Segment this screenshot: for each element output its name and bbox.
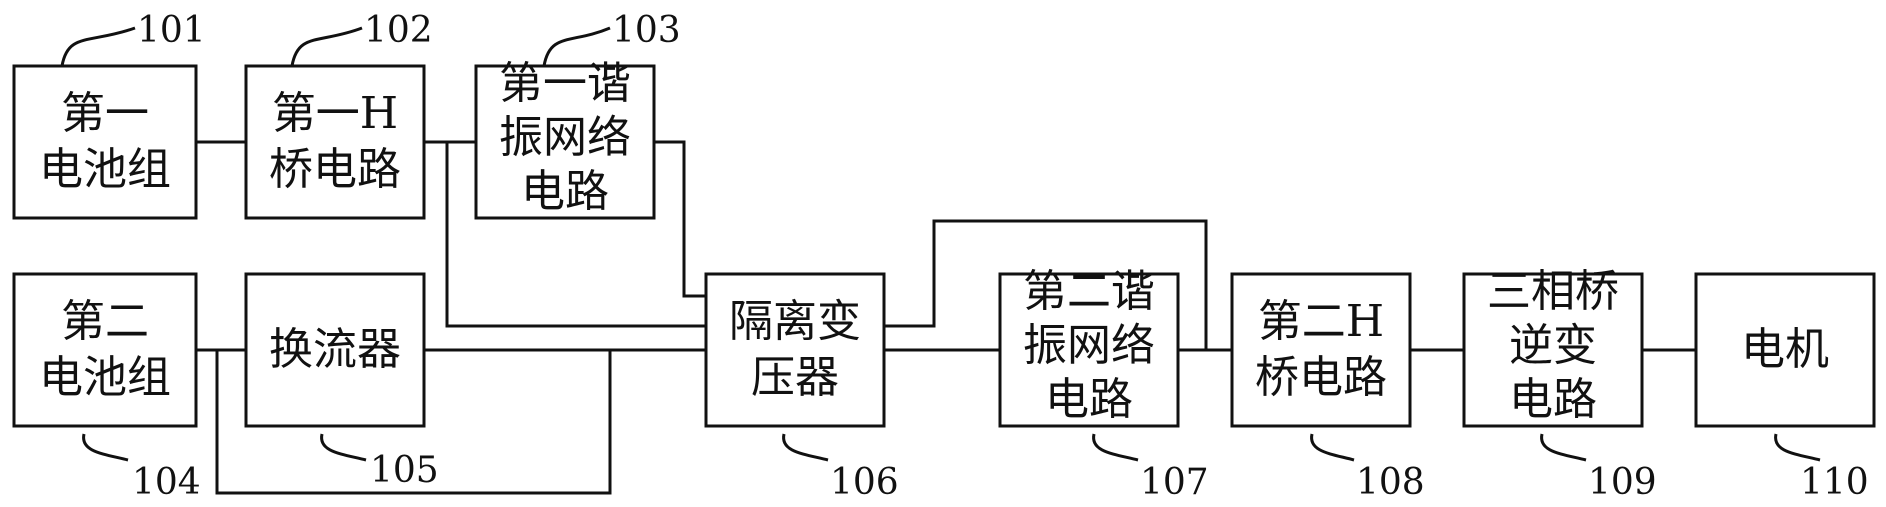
block-103-line-1: 第一谐 — [499, 58, 631, 109]
ref-107: 107 — [1140, 462, 1209, 503]
connection-wires — [196, 140, 1696, 495]
block-109-line-2: 逆变 — [1509, 320, 1597, 371]
block-108-line-2: 桥电路 — [1255, 352, 1387, 403]
block-103-line-2: 振网络 — [499, 112, 631, 163]
block-110 — [1694, 272, 1876, 428]
box-labels: 第一 电池组 第一H 桥电路 第一谐 振网络 电路 第二 电池组 换流器 隔离变… — [39, 58, 1829, 425]
block-109 — [1462, 272, 1644, 428]
ref-101: 101 — [137, 10, 206, 51]
ref-105: 105 — [370, 450, 439, 491]
leader-109 — [1540, 433, 1587, 462]
block-109-line-1: 三相桥 — [1487, 266, 1619, 317]
block-107-line-3: 电路 — [1045, 374, 1133, 425]
block-104-line-2: 电池组 — [39, 352, 171, 403]
ref-106: 106 — [830, 462, 899, 503]
ref-109: 109 — [1588, 462, 1657, 503]
block-106-line-2: 压器 — [751, 352, 839, 403]
ref-108: 108 — [1356, 462, 1425, 503]
ref-103: 103 — [612, 10, 681, 51]
wire-104-loop — [215, 350, 612, 495]
block-101-line-2: 电池组 — [39, 144, 171, 195]
boxes — [12, 64, 1876, 428]
leader-110 — [1774, 433, 1821, 462]
block-109-line-3: 电路 — [1509, 374, 1597, 425]
leader-107 — [1092, 433, 1139, 462]
wire-103-106 — [654, 140, 706, 298]
block-102 — [244, 64, 426, 220]
block-101-line-1: 第一 — [61, 88, 149, 139]
leader-106 — [782, 433, 829, 462]
block-110-line-1: 电机 — [1741, 324, 1829, 375]
leader-101 — [60, 26, 136, 67]
block-108-line-1: 第二H — [1258, 296, 1384, 347]
block-102-line-2: 桥电路 — [269, 144, 401, 195]
ref-110: 110 — [1800, 462, 1869, 503]
ref-104: 104 — [132, 462, 201, 503]
wire-102-106 — [445, 142, 706, 328]
leader-104 — [82, 433, 129, 462]
block-108 — [1230, 272, 1412, 428]
block-102-line-1: 第一H — [272, 88, 398, 139]
ref-102: 102 — [364, 10, 433, 51]
block-105-line-1: 换流器 — [269, 324, 401, 375]
block-103 — [474, 64, 656, 220]
leader-lines — [60, 26, 1821, 462]
block-106-line-1: 隔离变 — [729, 296, 861, 347]
block-104-line-1: 第二 — [61, 296, 149, 347]
block-101 — [12, 64, 198, 220]
leader-105 — [320, 433, 367, 462]
block-103-line-3: 电路 — [521, 166, 609, 217]
wire-106-108-top — [884, 219, 1208, 350]
leader-108 — [1310, 433, 1355, 462]
block-107-line-2: 振网络 — [1023, 320, 1155, 371]
block-106 — [704, 272, 886, 428]
leader-103 — [542, 26, 611, 67]
block-107 — [998, 272, 1180, 428]
block-107-line-1: 第二谐 — [1023, 266, 1155, 317]
block-104 — [12, 272, 198, 428]
block-105 — [244, 272, 426, 428]
leader-102 — [290, 26, 363, 67]
reference-numbers: 101 102 103 104 105 106 107 108 109 110 — [132, 10, 1869, 503]
